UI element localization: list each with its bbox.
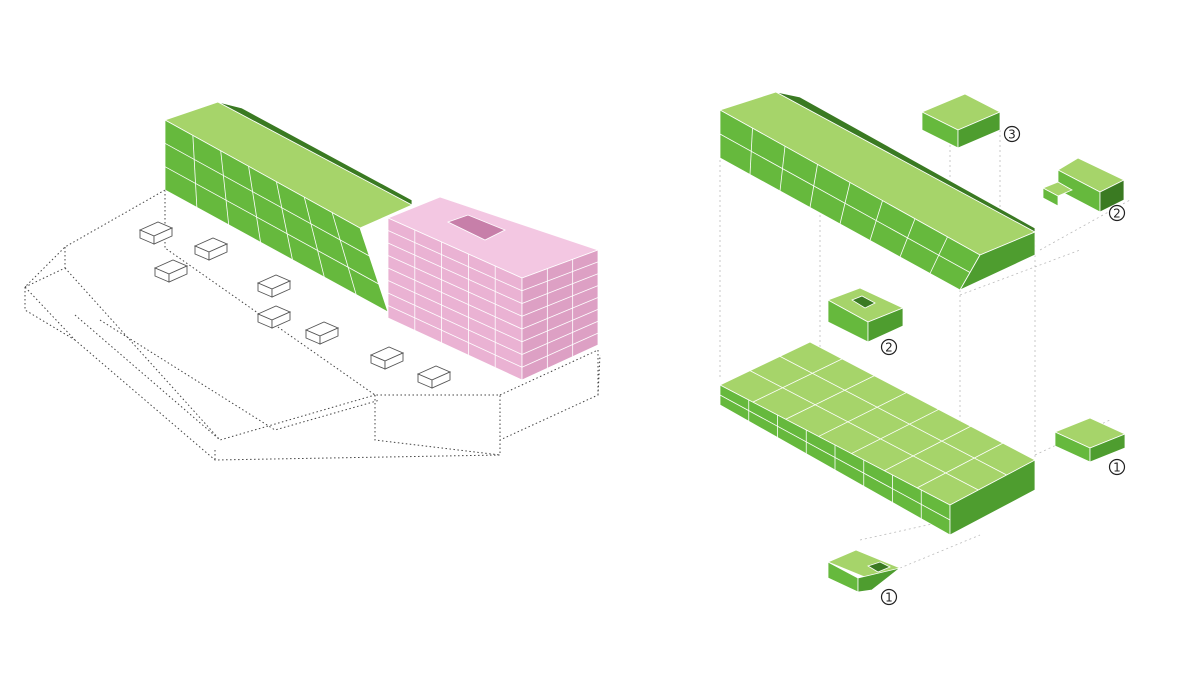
module-label-2-middle: 2	[880, 338, 898, 356]
site-box	[193, 237, 229, 261]
site-boxes	[138, 221, 452, 389]
site-box	[153, 259, 189, 283]
green-building-back	[217, 101, 413, 206]
grid-line	[387, 255, 523, 317]
module-3	[921, 93, 1001, 149]
site-box	[256, 305, 292, 329]
grid-line	[164, 142, 370, 257]
pink-courtyard	[446, 214, 506, 241]
grid-line	[749, 370, 979, 491]
site-box	[416, 365, 452, 389]
grid-line	[521, 309, 599, 343]
grid-line	[387, 242, 523, 304]
grid-line	[521, 320, 599, 355]
grid-line	[719, 133, 971, 273]
site-box	[304, 321, 340, 345]
site-box	[369, 346, 405, 370]
svg-text:3: 3	[1008, 128, 1016, 142]
module-2-right	[1042, 157, 1125, 213]
grid-line	[916, 442, 1004, 489]
module-1-right	[1053, 417, 1127, 463]
module-label-1-bottom: 1	[880, 588, 898, 606]
grid-line	[884, 425, 971, 472]
grid-line	[220, 150, 230, 225]
lower-base-module	[719, 341, 1036, 536]
exploded-axonometric: 3 2 2 1 1	[719, 91, 1131, 606]
module-label-1-right: 1	[1108, 458, 1126, 476]
upper-bar-module	[719, 91, 1036, 291]
grid-line	[521, 297, 599, 330]
svg-text:1: 1	[1113, 461, 1121, 475]
grid-line	[851, 409, 939, 454]
module-label-3: 3	[1003, 125, 1021, 143]
grid-line	[818, 392, 907, 437]
grid-line	[164, 166, 379, 285]
grid-line	[521, 261, 599, 292]
pink-building-grid	[387, 230, 599, 369]
grid-line	[785, 375, 875, 420]
lower-base-grid	[719, 355, 1007, 521]
grid-line	[387, 280, 523, 343]
pink-building	[386, 196, 600, 381]
site-box	[138, 221, 174, 245]
green-building	[164, 101, 413, 313]
module-label-2-right: 2	[1108, 204, 1126, 222]
grid-line	[387, 230, 523, 292]
grid-line	[779, 355, 1007, 476]
grid-line	[387, 292, 523, 355]
grid-line	[521, 273, 599, 304]
module-2-middle	[827, 287, 905, 343]
grid-line	[303, 197, 325, 278]
grid-line	[719, 394, 951, 521]
module-1-bottom	[826, 549, 902, 593]
site-box	[256, 274, 292, 298]
green-building-grid	[164, 135, 379, 295]
grid-line	[752, 358, 843, 403]
grid-line	[331, 212, 357, 295]
grid-line	[276, 181, 293, 260]
terrain-outline	[24, 189, 601, 461]
grid-line	[387, 267, 523, 330]
svg-text:2: 2	[1113, 207, 1121, 221]
grid-line	[521, 285, 599, 317]
svg-text:1: 1	[885, 591, 893, 605]
grid-line	[387, 305, 523, 368]
svg-text:2: 2	[885, 341, 893, 355]
grid-line	[248, 166, 261, 243]
site-axonometric	[24, 101, 601, 461]
grid-line	[192, 135, 198, 208]
grid-line	[521, 332, 599, 368]
upper-bar-grid	[719, 128, 971, 274]
